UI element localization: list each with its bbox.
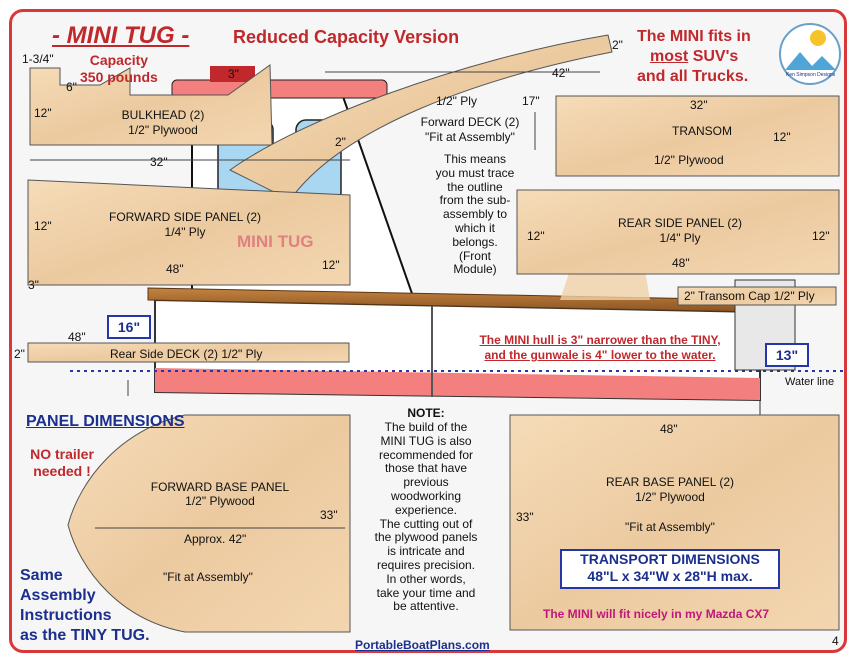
rear-deck-label: Rear Side DECK (2) 1/2" Ply	[110, 347, 263, 361]
dim-label: 1-3/4"	[22, 52, 54, 66]
dim-label: 48"	[672, 256, 690, 270]
forward-deck-panel	[229, 34, 613, 201]
bulkhead-material: 1/2" Plywood	[128, 123, 198, 137]
forward-base-panel	[67, 414, 351, 633]
note-title: NOTE:	[407, 406, 445, 420]
hull-height-badge-16: 16"	[107, 315, 151, 339]
rear-side-material: 1/4" Ply	[659, 231, 701, 245]
dim-label: 12"	[773, 130, 791, 144]
hull-note-line1: The MINI hull is 3" narrower than the TI…	[479, 333, 721, 347]
forward-deck-ply: 1/2" Ply	[436, 94, 477, 108]
forward-deck-name: Forward DECK (2)	[420, 115, 520, 129]
trace-note: This means you must trace the outline fr…	[435, 152, 515, 277]
cabin-roof	[171, 79, 388, 99]
dim-label: 12"	[527, 229, 545, 243]
fits-line2: most SUV's	[650, 48, 739, 65]
transom-cap-panel	[677, 286, 837, 306]
dim-label: 32"	[150, 155, 168, 169]
website-link[interactable]: PortableBoatPlans.com	[355, 638, 490, 652]
note-body: The build of the MINI TUG is also recomm…	[374, 420, 478, 614]
dim-label: 32"	[690, 98, 708, 112]
dim-label: 2"	[335, 135, 346, 149]
roof-light	[210, 66, 255, 82]
transom-material: 1/2" Plywood	[654, 153, 724, 167]
forward-base-approx: Approx. 42"	[184, 532, 247, 546]
rear-base-panel	[509, 414, 840, 631]
forward-base-name: FORWARD BASE PANEL	[150, 480, 290, 494]
panel-dimensions-title: PANEL DIMENSIONS	[26, 413, 185, 430]
hull-height-badge-13: 13"	[765, 343, 809, 367]
forward-base-note: "Fit at Assembly"	[163, 570, 253, 584]
transport-box: TRANSPORT DIMENSIONS 48"L x 34"W x 28"H …	[560, 549, 780, 589]
capacity-label: Capacity 350 pounds	[80, 52, 158, 85]
transport-dims: 48"L x 34"W x 28"H max.	[587, 568, 753, 584]
forward-side-panel	[27, 179, 351, 286]
transom-name: TRANSOM	[672, 124, 732, 138]
hull-bottom-paint	[155, 368, 760, 400]
transport-title: TRANSPORT DIMENSIONS	[580, 551, 760, 567]
same-instructions-note: Same Assembly Instructions as the TINY T…	[20, 567, 150, 644]
fits-line3: and all Trucks.	[637, 68, 749, 85]
rear-side-name: REAR SIDE PANEL (2)	[617, 216, 743, 230]
dim-label: 48"	[68, 330, 86, 344]
transom-panel	[555, 95, 840, 177]
water-line-label: Water line	[785, 376, 835, 388]
mazda-note: The MINI will fit nicely in my Mazda CX7	[543, 607, 770, 621]
dim-label: 42"	[552, 66, 570, 80]
title: - MINI TUG -	[52, 22, 190, 49]
dim-label: 3"	[28, 278, 39, 292]
forward-deck-note: "Fit at Assembly"	[425, 130, 515, 144]
logo-text: Ken Simpson Designs	[786, 72, 836, 78]
dim-label: 33"	[516, 510, 534, 524]
fits-line1: The MINI fits in	[637, 28, 751, 45]
rear-deck-panel	[27, 342, 350, 363]
mini-tug-watermark: MINI TUG	[237, 232, 314, 251]
dim-label: 33"	[320, 508, 338, 522]
dim-label: 12"	[34, 106, 52, 120]
dim-label: 2"	[14, 347, 25, 361]
dim-label: 12"	[322, 258, 340, 272]
dim-label: 48"	[660, 422, 678, 436]
forward-base-material: 1/2" Plywood	[185, 494, 255, 508]
subtitle: Reduced Capacity Version	[233, 27, 460, 47]
page-number: 4	[832, 634, 839, 648]
bulkhead-panel	[29, 64, 273, 146]
dim-label: 2"	[612, 38, 623, 52]
dim-label: 48"	[166, 262, 184, 276]
hull-note-line2: and the gunwale is 4" lower to the water…	[484, 348, 716, 362]
rear-base-material: 1/2" Plywood	[635, 490, 705, 504]
dim-label: 3"	[228, 67, 239, 81]
bulkhead-name: BULKHEAD (2)	[121, 108, 205, 122]
rear-base-name: REAR BASE PANEL (2)	[605, 475, 735, 489]
rear-side-panel	[516, 189, 840, 275]
dim-label: 12"	[812, 229, 830, 243]
forward-side-material: 1/4" Ply	[164, 225, 206, 239]
dim-label: 17"	[522, 94, 540, 108]
forward-side-name: FORWARD SIDE PANEL (2)	[108, 210, 262, 224]
dim-label: 6"	[66, 80, 77, 94]
dim-label: 12"	[34, 219, 52, 233]
transom-cap-label: 2" Transom Cap 1/2" Ply	[684, 289, 815, 303]
rear-base-note: "Fit at Assembly"	[625, 520, 715, 534]
no-trailer-note: NO trailer needed !	[30, 446, 94, 479]
